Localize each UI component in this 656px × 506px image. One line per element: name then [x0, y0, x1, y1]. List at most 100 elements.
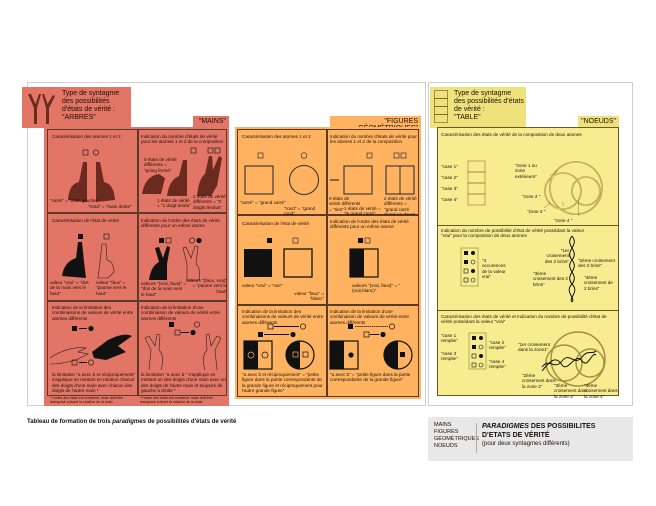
- cell-title: Indication de la limitation des combinai…: [242, 309, 324, 325]
- cell-title: Indication de la limitation d'une combin…: [141, 305, 220, 321]
- syntagme-type-value: "ARBRES": [62, 114, 96, 121]
- legend-item: NOEUDS: [434, 443, 458, 449]
- value-true-caption: valeur "vrai" = "noir": [242, 283, 283, 288]
- order-true-false-caption: valeurs "(vrai, faux)" = "dos de la main…: [141, 281, 187, 297]
- hand-right-caption: "rond" = "main droite": [88, 204, 132, 209]
- cell-title: Indication de l'ordre des états de vérit…: [141, 218, 220, 229]
- syntagme-type-header: Type de syntagme des possibilités d'état…: [454, 90, 524, 113]
- zone-label: "zone 4 ": [554, 218, 573, 223]
- case-filled-label: "case 2 remplie": [489, 340, 506, 351]
- square-caption: "carré" = "grand carré": [240, 200, 286, 205]
- footnote-right: * l'ordre des états est conservé, mais d…: [140, 396, 213, 404]
- half-black-square-icon: [349, 237, 379, 278]
- noeuds-cell-combined: Caractérisation des états de vérité et I…: [438, 311, 618, 399]
- count-zero-caption: 0 états de vérité différents = "poing fe…: [144, 157, 177, 173]
- cell-title: Indication de l'ordre des états de vérit…: [330, 219, 409, 230]
- hands-relation-icon: [49, 325, 132, 366]
- count-two-caption: 2 états de vérité différents = "2 doigts…: [193, 194, 226, 210]
- figures-cell-state: Caractérisation de l'état de vérité vale…: [237, 215, 327, 305]
- figures-directional-icon: [329, 323, 413, 370]
- hand-true-false-icon: [62, 233, 115, 279]
- case-label: "case 1": [441, 164, 458, 169]
- cell-title: Caractérisation de l'état de vérité: [52, 218, 120, 223]
- limit-one-caption: la limitation "a avec b " s'applique en …: [141, 372, 226, 394]
- legend-subtitle: (pour deux syntagmes différents): [482, 441, 570, 447]
- figures-cell-limit-both: Indication de la limitation des combinai…: [237, 305, 327, 397]
- circle-caption: "rond" = "grand rond": [284, 206, 316, 217]
- mains-cell-limit-both: Indication de la limitation des combinai…: [47, 301, 138, 396]
- square-circle-icon: [244, 152, 320, 196]
- cell-title: Caractérisation des atomes 1 et 2: [52, 134, 121, 139]
- hand-left-caption: "carré" = "main gauche": [50, 198, 99, 203]
- case-filled-label: "case 4 remplie": [489, 359, 506, 370]
- table-icon: [434, 90, 448, 123]
- crossing-label: "1er croisement des 2 brins": [544, 248, 569, 264]
- case-filled-label: "case 3 remplie": [441, 351, 458, 362]
- mains-cell-atoms: Caractérisation des atomes 1 et 2 "carré…: [47, 129, 138, 213]
- mains-label: "MAINS": [193, 116, 229, 128]
- figures-relation-icon: [243, 323, 315, 370]
- syntagme-type-header: Type de syntagme des possibilités d'état…: [62, 90, 120, 113]
- syntagme-type-value: "TABLE": [454, 114, 481, 121]
- table-header: Type de syntagme des possibilités d'état…: [430, 87, 526, 128]
- legend-divider: [476, 423, 477, 453]
- count-zero-caption: 0 états de vérité différents = "rien": [329, 196, 361, 212]
- value-false-caption: valeur "faux" = "blanc": [294, 291, 324, 302]
- zone-label: "zone 3 ": [527, 209, 546, 214]
- noeuds-cell-count: Indication du nombre de possibilité d'ét…: [438, 226, 618, 310]
- cell-title: Indication du nombre de possibilité d'ét…: [441, 228, 585, 239]
- figures-cell-atoms: Caractérisation des atomes 1 et 2 "carré…: [237, 129, 327, 217]
- count-one-caption: 1 états de vérité = "1 doigt tendu": [157, 198, 191, 209]
- case-label: "case 4": [441, 197, 458, 202]
- mains-cell-state: Caractérisation de l'état de vérité vale…: [47, 213, 138, 301]
- occurrences-caption: "4 occurences de la valeur vrai": [482, 258, 506, 280]
- limit-one-caption: "a avec b" = "petite figure dans la part…: [330, 372, 411, 383]
- mains-cell-order: Indication de l'ordre des états de vérit…: [138, 213, 227, 301]
- cell-title: Caractérisation des états de vérité et I…: [441, 314, 607, 325]
- cell-title: Indication du nombre d'états de vérité p…: [330, 134, 417, 145]
- zone-crossing-label: "2ème croisement dans la zone 2": [522, 373, 556, 389]
- mains-cell-count: Indication du nombre d'états de vérité p…: [138, 129, 227, 213]
- legend-item: FIGURES: [434, 429, 459, 435]
- order-false-true-caption: valeurs "(faux, vrai)" = "paume vers le …: [185, 278, 227, 294]
- cell-title: Caractérisation des atomes 1 et 2: [242, 134, 311, 139]
- table-and-knot-icon: [467, 160, 603, 217]
- cell-title: Caractérisation des états de vérité de l…: [441, 132, 582, 137]
- noeuds-label: "NOEUDS": [578, 116, 619, 128]
- hands-directional-icon: [144, 321, 222, 371]
- legend-box: MAINS FIGURES GÉOMÉTRIQUES NOEUDS PARADI…: [428, 417, 633, 461]
- black-white-icon: [244, 237, 313, 278]
- noeuds-cell-states: Caractérisation des états de vérité de l…: [438, 128, 618, 224]
- legend-item: GÉOMÉTRIQUES: [434, 436, 479, 442]
- hand-order-icon: [149, 237, 202, 281]
- zone-crossing-label: "4ème croisement dans la zone 4": [584, 383, 618, 399]
- zone-label: "zone 2 ": [522, 194, 541, 199]
- combined-knot-icon: [468, 331, 606, 387]
- value-true-caption: valeur "vrai" = "dos de la main vers le …: [50, 280, 89, 296]
- two-hands-icon: [68, 149, 115, 202]
- footnote-left: * l'ordre des états est conservé, mais d…: [50, 396, 123, 404]
- cell-title: Caractérisation de l'état de vérité: [242, 221, 310, 226]
- legend-title: PARADIGMES DES POSSIBILITES D'ETATS DE V…: [482, 423, 596, 447]
- count-figures-icon: [330, 152, 415, 195]
- trees-icon: [28, 94, 55, 124]
- figures-cell-count: Indication du nombre d'états de vérité p…: [327, 129, 419, 218]
- mains-cell-limit-one: Indication de la limitation d'une combin…: [138, 301, 227, 396]
- cell-title: Indication de la limitation d'une combin…: [330, 309, 409, 325]
- legend-items: MAINS FIGURES GÉOMÉTRIQUES NOEUDS: [434, 422, 479, 450]
- zone-crossing-label: "3ème croisement dans la zone 3": [554, 383, 588, 399]
- cell-title: Indication du nombre d'états de vérité p…: [141, 134, 224, 145]
- divider: [438, 225, 618, 226]
- figure-caption: Tableau de formation de trois paradigmes…: [27, 419, 237, 425]
- order-caption: valeurs "(vrai, faux)" = "(noir,blanc)": [352, 283, 400, 294]
- limit-both-caption: la limitation "a avec b et réciproquemen…: [52, 372, 136, 394]
- crossing-label: "4ème croisement de 2 brins": [584, 275, 613, 291]
- cell-title: Indication de la limitation des combinai…: [52, 305, 134, 321]
- zone-crossing-label: "1er croisement dans la zone1": [518, 342, 551, 353]
- arbres-header: Type de syntagme des possibilités d'état…: [22, 87, 131, 128]
- crossing-label: "2ème croisement des 2 brins": [578, 258, 615, 269]
- case-label: "case 3": [441, 186, 458, 191]
- fingers-count-icon: [142, 147, 222, 196]
- count-two-caption: 2 états de vérité différents = "grand ca…: [384, 196, 417, 218]
- count-one-caption: 1 états de vérité = "le grand carré": [344, 206, 381, 217]
